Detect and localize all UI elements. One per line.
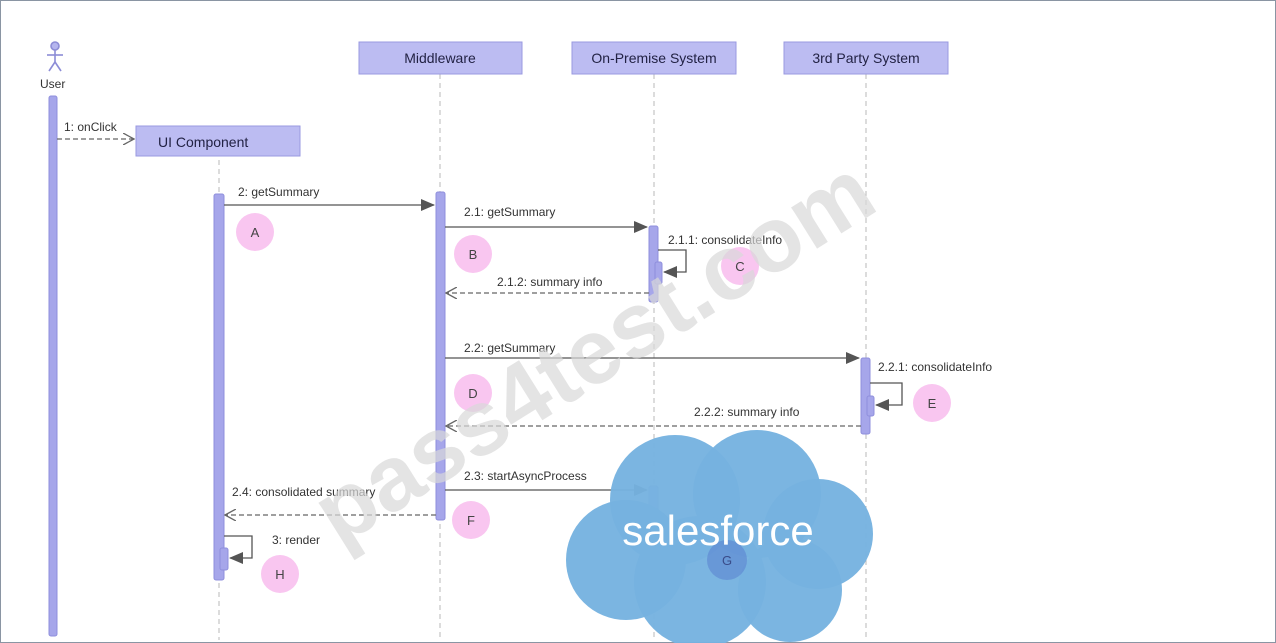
marker-f-label: F [467, 513, 475, 528]
activation-user [48, 95, 58, 637]
salesforce-wordmark: salesforce [622, 507, 813, 554]
participant-ui-component: UI Component [135, 125, 301, 157]
marker-a-label: A [251, 225, 260, 240]
message-3-render: 3: render [224, 533, 320, 564]
activation-ui [213, 193, 225, 581]
message-2-1-2-summary-info: 2.1.2: summary info [446, 275, 649, 293]
marker-e-label: E [928, 396, 937, 411]
message-2-label: 2: getSummary [238, 185, 319, 199]
message-2-1-1-label: 2.1.1: consolidateInfo [668, 233, 782, 247]
marker-g: G [707, 540, 747, 580]
participants: UI Component Middleware On-Premise Syste… [135, 41, 949, 157]
participant-middleware: Middleware [358, 41, 523, 75]
marker-b-label: B [469, 247, 478, 262]
message-2-1-1-consolidateinfo: 2.1.1: consolidateInfo [658, 233, 782, 278]
participant-on-premise-label: On-Premise System [591, 50, 716, 66]
message-3-label: 3: render [272, 533, 320, 547]
message-2-2-getsummary: 2.2: getSummary [445, 341, 860, 364]
participant-third-party: 3rd Party System [783, 41, 949, 75]
message-2-2-2-summary-info: 2.2.2: summary info [446, 405, 861, 426]
message-2-2-1-consolidateinfo: 2.2.1: consolidateInfo [870, 360, 992, 411]
user-actor-icon [47, 41, 63, 72]
message-1-label: 1: onClick [64, 120, 118, 134]
participant-third-party-label: 3rd Party System [812, 50, 919, 66]
marker-d: D [454, 374, 492, 412]
participant-middleware-label: Middleware [404, 50, 476, 66]
participant-on-premise: On-Premise System [571, 41, 737, 75]
message-2-2-1-label: 2.2.1: consolidateInfo [878, 360, 992, 374]
activations [48, 95, 875, 637]
message-2-3-label: 2.3: startAsyncProcess [464, 469, 587, 483]
activation-on-premise-self [654, 261, 663, 285]
message-2-getsummary: 2: getSummary [224, 185, 435, 211]
message-2-2-2-label: 2.2.2: summary info [694, 405, 800, 419]
message-2-4-label: 2.4: consolidated summary [232, 485, 375, 499]
message-1-onclick: 1: onClick [57, 120, 134, 139]
marker-b: B [454, 235, 492, 273]
marker-h: H [261, 555, 299, 593]
participant-ui-component-label: UI Component [158, 134, 248, 150]
message-2-2-label: 2.2: getSummary [464, 341, 555, 355]
message-2-1-getsummary: 2.1: getSummary [445, 205, 648, 233]
salesforce-logo: G salesforce [566, 430, 873, 643]
marker-d-label: D [468, 386, 477, 401]
activation-third-party-self [866, 395, 875, 417]
activation-middleware [435, 191, 446, 521]
marker-h-label: H [275, 567, 284, 582]
marker-c-label: C [735, 259, 744, 274]
messages: 1: onClick 2: getSummary 2.1: getSummary… [57, 120, 992, 564]
user-actor: User [40, 41, 65, 91]
marker-a: A [236, 213, 274, 251]
message-2-1-2-label: 2.1.2: summary info [497, 275, 603, 289]
marker-e: E [913, 384, 951, 422]
message-2-4-consolidated-summary: 2.4: consolidated summary [225, 485, 436, 515]
marker-g-label: G [722, 553, 732, 568]
message-2-1-label: 2.1: getSummary [464, 205, 555, 219]
marker-c: C [721, 247, 759, 285]
activation-ui-render [219, 547, 229, 571]
user-actor-label: User [40, 77, 65, 91]
marker-f: F [452, 501, 490, 539]
markers: A B C D E F H [236, 213, 951, 593]
